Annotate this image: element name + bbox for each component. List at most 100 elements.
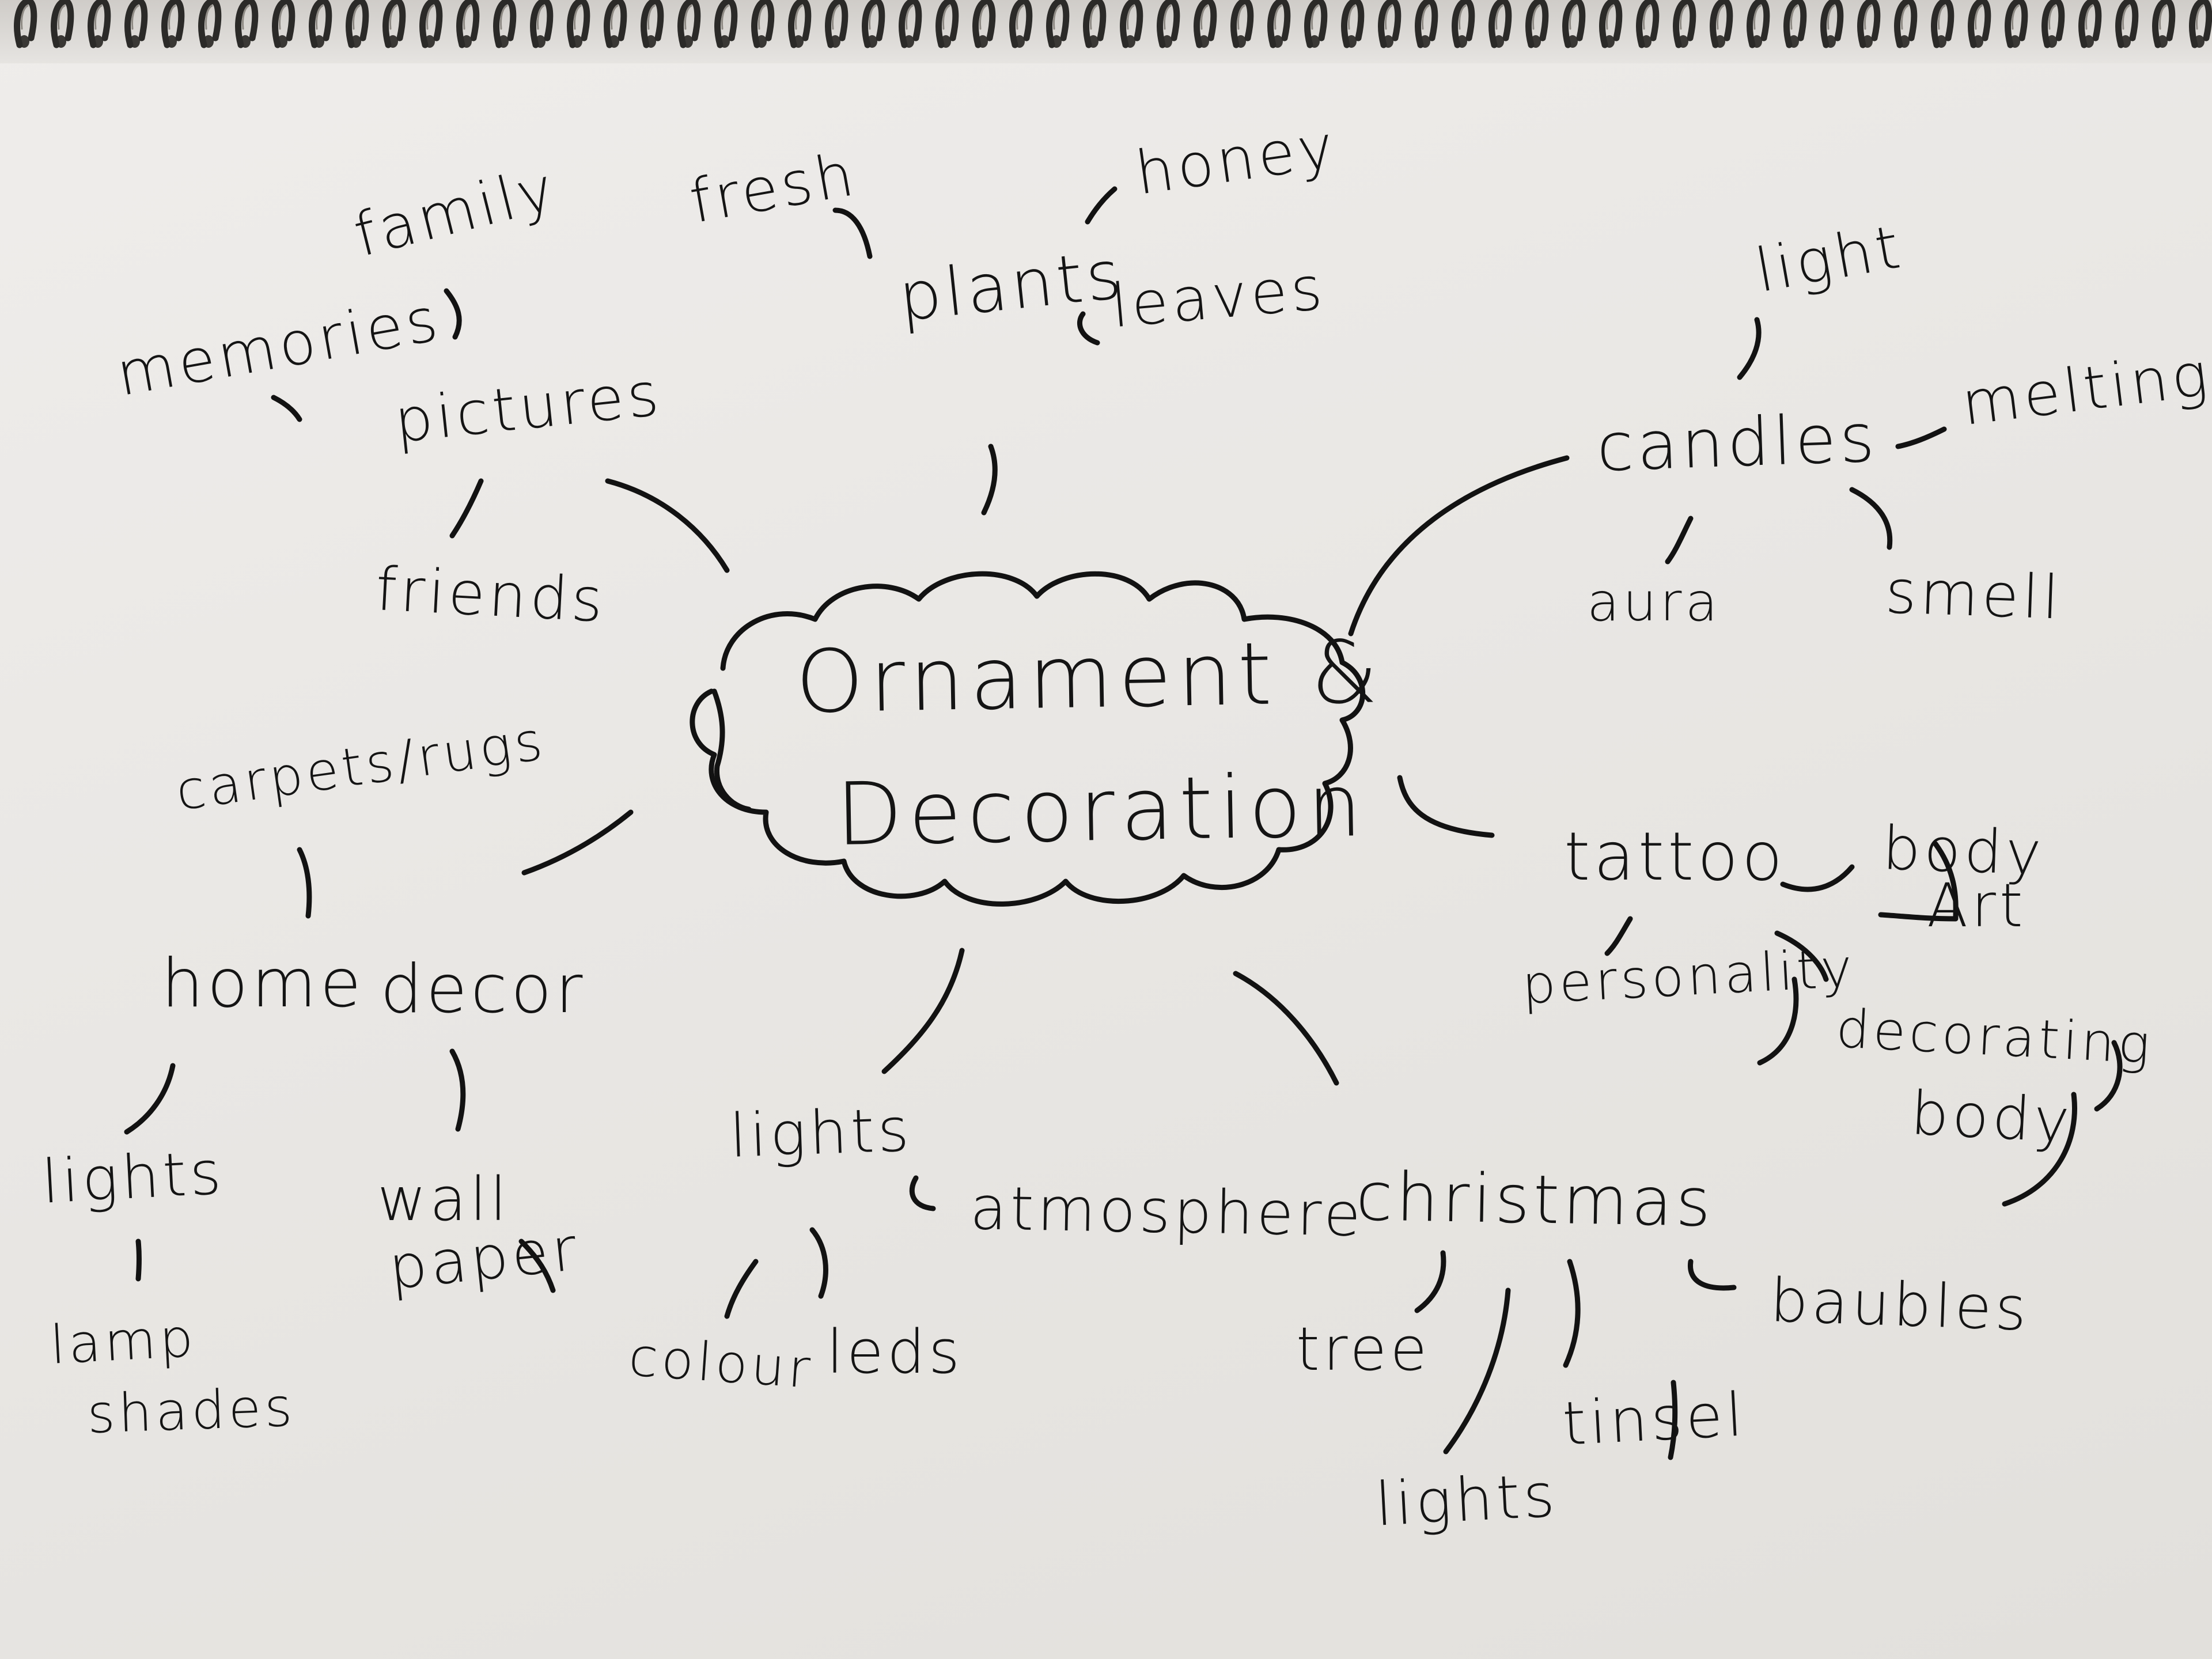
center-title-line2: Decoration bbox=[835, 755, 1369, 865]
link-wall bbox=[449, 1048, 466, 1132]
spiral-ring bbox=[825, 0, 849, 48]
spiral-ring bbox=[14, 0, 37, 48]
node-christmas: christmas bbox=[1355, 1158, 1715, 1242]
spiral-ring bbox=[1599, 0, 1623, 48]
spiral-ring bbox=[235, 0, 259, 48]
node-aura: aura bbox=[1587, 571, 1721, 633]
spiral-ring bbox=[751, 0, 775, 48]
spiral-ring bbox=[51, 0, 74, 48]
spiral-ring bbox=[272, 0, 296, 48]
spiral-ring bbox=[456, 0, 480, 48]
spiral-ring bbox=[604, 0, 627, 48]
spiral-ring bbox=[1857, 0, 1881, 48]
spiral-ring bbox=[346, 0, 369, 48]
node-tree: tree bbox=[1296, 1314, 1431, 1384]
spiral-ring bbox=[419, 0, 443, 48]
link-decorating bbox=[1774, 930, 1829, 982]
spiral-binding bbox=[0, 0, 2212, 63]
link-memories bbox=[271, 395, 302, 422]
spiral-ring bbox=[788, 0, 812, 48]
link-lights-xmas bbox=[1443, 1287, 1511, 1455]
spiral-ring bbox=[567, 0, 590, 48]
link-leds bbox=[809, 1227, 828, 1299]
spiral-ring bbox=[1488, 0, 1512, 48]
spiral-ring bbox=[1341, 0, 1365, 48]
spiral-ring bbox=[2005, 0, 2028, 48]
branch-tattoo bbox=[1397, 775, 1495, 838]
spiral-ring bbox=[1083, 0, 1107, 48]
link-baubles bbox=[1687, 1259, 1737, 1291]
node-colour: colour bbox=[627, 1326, 816, 1401]
link-smell bbox=[1849, 487, 1893, 550]
branch-candles bbox=[1348, 455, 1570, 637]
spiral-ring bbox=[1968, 0, 1991, 48]
node-christmas-lights: lights bbox=[1373, 1460, 1560, 1540]
node-smell: smell bbox=[1884, 556, 2064, 633]
spiral-ring bbox=[1820, 0, 1844, 48]
spiral-ring bbox=[88, 0, 111, 48]
spiral-ring bbox=[530, 0, 554, 48]
link-fresh bbox=[832, 207, 873, 259]
link-colour bbox=[724, 1259, 759, 1319]
spiral-ring bbox=[493, 0, 517, 48]
node-decor: decor bbox=[380, 950, 586, 1028]
link-leaves bbox=[1077, 311, 1100, 346]
node-baubles: baubles bbox=[1769, 1265, 2031, 1344]
spiral-ring bbox=[382, 0, 406, 48]
link-lamp bbox=[135, 1238, 142, 1282]
link-personality-curl bbox=[1757, 976, 1799, 1066]
spiral-ring bbox=[1747, 0, 1770, 48]
branch-plants bbox=[981, 444, 998, 516]
spiral-ring bbox=[1415, 0, 1438, 48]
center-cloud-outline bbox=[690, 571, 1366, 907]
link-decorating-curl bbox=[2094, 1040, 2123, 1112]
spiral-ring bbox=[124, 0, 148, 48]
link-body-art bbox=[1780, 864, 1855, 892]
node-tinsel: tinsel bbox=[1560, 1379, 1748, 1459]
spiral-ring bbox=[1783, 0, 1807, 48]
spiral-ring bbox=[1452, 0, 1475, 48]
spiral-ring bbox=[1009, 0, 1033, 48]
spiral-ring bbox=[1673, 0, 1696, 48]
spiral-ring bbox=[899, 0, 922, 48]
branch-lights bbox=[881, 948, 965, 1074]
link-family bbox=[444, 288, 462, 340]
node-home: home bbox=[161, 945, 365, 1022]
node-candles: candles bbox=[1595, 399, 1880, 487]
link-lights-home bbox=[124, 1063, 176, 1135]
spiral-ring bbox=[1230, 0, 1254, 48]
center-title-line1: Ornament & bbox=[794, 622, 1385, 733]
link-honey bbox=[1085, 186, 1118, 225]
spiral-ring bbox=[198, 0, 222, 48]
spiral-ring bbox=[1562, 0, 1586, 48]
spiral-ring bbox=[677, 0, 701, 48]
link-melting bbox=[1895, 426, 1947, 449]
node-atmosphere: atmosphere bbox=[969, 1173, 1365, 1250]
spiral-ring bbox=[309, 0, 332, 48]
spiral-ring bbox=[1267, 0, 1291, 48]
center-cloud-inner-curl bbox=[711, 688, 752, 812]
spiral-ring bbox=[2041, 0, 2065, 48]
spiral-rings-icon bbox=[14, 0, 2212, 48]
node-friends: friends bbox=[374, 554, 608, 636]
spiral-ring bbox=[1120, 0, 1143, 48]
node-leaves: leaves bbox=[1108, 252, 1328, 342]
node-home-lights: lights bbox=[40, 1137, 226, 1217]
spiral-ring bbox=[1046, 0, 1070, 48]
spiral-ring bbox=[714, 0, 738, 48]
node-lamp: lamp bbox=[48, 1306, 198, 1376]
spiral-ring bbox=[1194, 0, 1217, 48]
spiral-ring bbox=[862, 0, 885, 48]
spiral-ring bbox=[972, 0, 996, 48]
link-carpets bbox=[297, 847, 312, 919]
spiral-ring bbox=[1710, 0, 1733, 48]
tinsel-bar bbox=[1668, 1380, 1678, 1460]
node-decorating: decorating bbox=[1834, 998, 2155, 1076]
link-light bbox=[1737, 317, 1762, 380]
link-atmosphere bbox=[909, 1175, 936, 1211]
link-art-underline bbox=[1878, 841, 1959, 922]
spiral-ring bbox=[641, 0, 664, 48]
spiral-ring bbox=[1894, 0, 1918, 48]
node-shades: shades bbox=[86, 1376, 297, 1445]
link-tinsel bbox=[1563, 1259, 1581, 1368]
